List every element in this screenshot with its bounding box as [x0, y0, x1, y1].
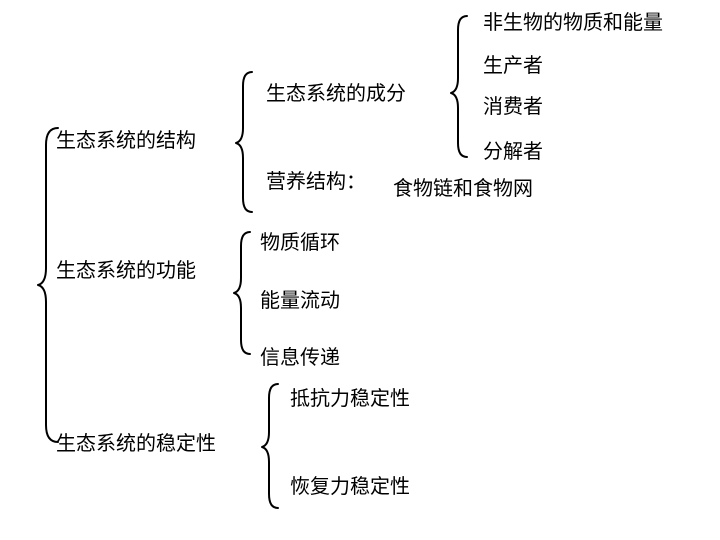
stability-brace — [261, 383, 279, 509]
structure-brace — [235, 71, 253, 213]
node-material-cycling: 物质循环 — [260, 230, 340, 254]
node-consumers: 消费者 — [483, 94, 543, 118]
node-ecosystem-function: 生态系统的功能 — [56, 258, 196, 282]
node-abiotic-matter-energy: 非生物的物质和能量 — [483, 10, 663, 34]
function-brace — [233, 231, 251, 355]
node-nutrition-structure: 营养结构： — [266, 169, 366, 193]
node-decomposers: 分解者 — [483, 139, 543, 163]
node-ecosystem-stability: 生态系统的稳定性 — [56, 431, 216, 455]
components-brace — [450, 15, 468, 158]
node-energy-flow: 能量流动 — [260, 288, 340, 312]
root-brace — [37, 127, 59, 443]
node-food-chain-web: 食物链和食物网 — [393, 176, 533, 200]
node-ecosystem-components: 生态系统的成分 — [266, 81, 406, 105]
node-information-transfer: 信息传递 — [260, 345, 340, 369]
node-resistance-stability: 抵抗力稳定性 — [290, 386, 410, 410]
node-resilience-stability: 恢复力稳定性 — [290, 474, 410, 498]
node-producers: 生产者 — [483, 53, 543, 77]
node-ecosystem-structure: 生态系统的结构 — [56, 128, 196, 152]
